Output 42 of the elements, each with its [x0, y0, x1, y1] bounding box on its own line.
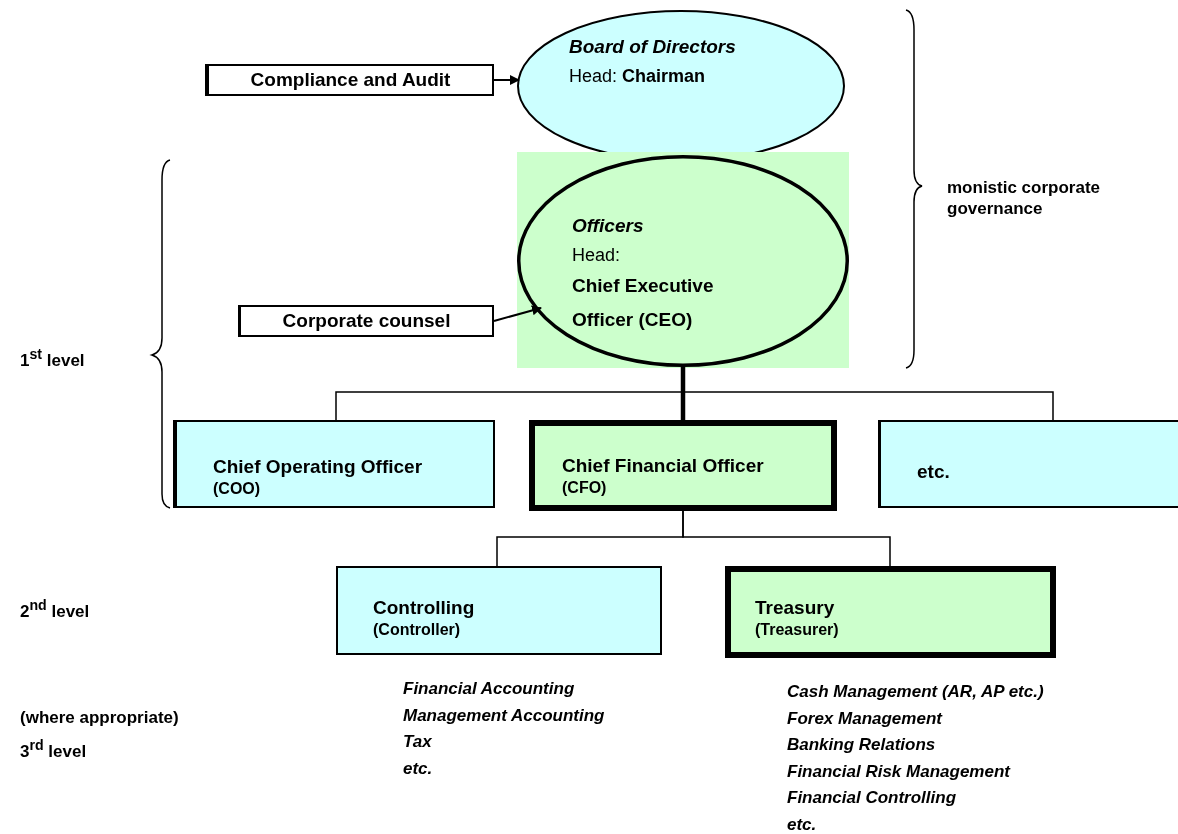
task-text: Cash Management (AR, AP etc.): [787, 681, 1044, 703]
node-text: Chief Operating Officer: [213, 455, 424, 479]
process-box: [878, 420, 1178, 508]
node-text: (CFO): [562, 478, 608, 498]
level-label: 1$^{st}$ level: [20, 345, 86, 371]
task-text: Financial Risk Management: [787, 760, 1012, 783]
node-text: Compliance and Audit: [250, 68, 451, 92]
task-text: Financial Accounting: [403, 678, 576, 700]
process-box: [205, 64, 494, 96]
process-box: [529, 420, 837, 511]
level-label: 2$^{nd}$ level: [20, 596, 91, 622]
level-label: (where appropriate): [20, 707, 180, 728]
process-box: [238, 305, 494, 337]
arrow: [493, 305, 542, 322]
process-box: [725, 566, 1056, 658]
node-text: Treasury: [755, 596, 836, 620]
node-text: (Controller): [373, 620, 462, 640]
task-text: Financial Controlling: [787, 787, 958, 809]
task-text: Management Accounting: [403, 704, 605, 727]
level-label: 3$^{rd}$ level: [20, 736, 88, 762]
node-text: Officers: [572, 214, 645, 238]
connector-line: [682, 510, 891, 567]
node-text: Chief Financial Officer: [562, 454, 765, 478]
node-text: Head: Chairman: [569, 65, 707, 88]
node-text: Board of Directors: [569, 35, 737, 59]
arrow: [493, 75, 520, 85]
connector-line: [680, 367, 686, 420]
task-text: etc.: [787, 813, 818, 834]
node-text: Chief Executive Officer (CEO): [572, 274, 715, 332]
task-text: etc.: [403, 757, 434, 780]
task-text: Forex Management: [787, 707, 944, 730]
node-text: etc.: [917, 460, 951, 484]
process-box: [173, 420, 495, 508]
task-text: Tax: [403, 731, 433, 753]
process-box: [336, 566, 662, 655]
node-text: (COO): [213, 479, 262, 499]
node-text: Controlling: [373, 596, 476, 620]
node-text: Head:: [572, 244, 622, 267]
node-text: Corporate counsel: [282, 309, 451, 333]
task-text: Banking Relations: [787, 734, 937, 756]
node-text: (Treasurer): [755, 620, 840, 640]
level-label: monistic corporate governance: [947, 177, 1102, 219]
